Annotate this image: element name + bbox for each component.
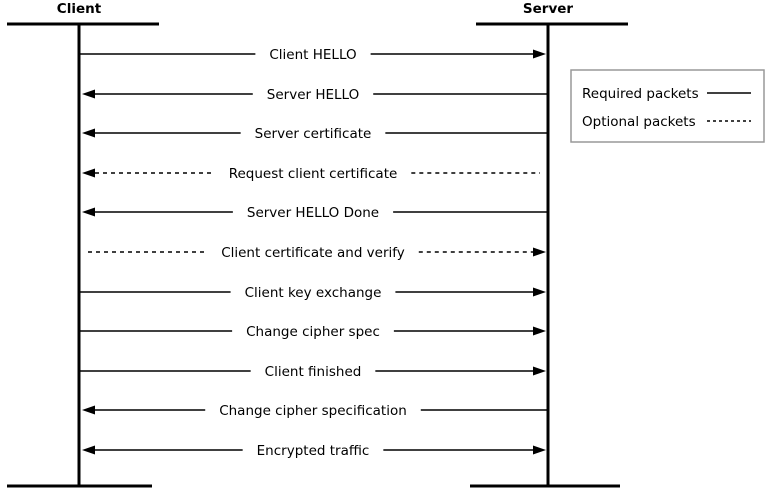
message-row: Server HELLO (82, 87, 548, 103)
message-row: Client certificate and verify (88, 245, 546, 261)
message-label: Server HELLO (267, 87, 359, 103)
server-header: Server (523, 1, 573, 17)
message-label: Client HELLO (269, 47, 356, 63)
message-label: Client key exchange (245, 285, 382, 301)
arrowhead-right (533, 326, 546, 336)
arrowhead-left (82, 128, 95, 138)
message-label: Change cipher specification (219, 403, 407, 419)
message-label: Server certificate (255, 126, 372, 142)
arrowhead-left (82, 168, 95, 178)
arrowhead-right (533, 366, 546, 376)
arrowhead-left (82, 405, 95, 415)
message-row: Server HELLO Done (82, 205, 548, 221)
message-row: Client finished (79, 364, 546, 380)
message-row: Change cipher specification (82, 403, 548, 419)
message-label: Change cipher spec (246, 324, 380, 340)
message-row: Encrypted traffic (82, 443, 546, 459)
message-label: Encrypted traffic (257, 443, 370, 459)
message-row: Client key exchange (79, 285, 546, 301)
arrowhead-left (82, 445, 95, 455)
legend: Required packets Optional packets (570, 69, 765, 143)
arrowhead-right (533, 49, 546, 59)
legend-required-label: Required packets (582, 86, 699, 102)
legend-box (570, 69, 765, 143)
message-label: Client finished (265, 364, 362, 380)
arrowhead-right (533, 287, 546, 297)
message-row: Change cipher spec (79, 324, 546, 340)
arrowhead-right (533, 247, 546, 257)
client-header: Client (57, 1, 102, 17)
arrowhead-right (533, 445, 546, 455)
legend-optional-label: Optional packets (582, 114, 696, 130)
message-label: Client certificate and verify (221, 245, 405, 261)
message-label: Request client certificate (229, 166, 398, 182)
message-row: Request client certificate (82, 166, 540, 182)
message-row: Client HELLO (79, 47, 546, 63)
message-list: Client HELLO Server HELLO Server certifica… (79, 47, 548, 459)
message-label: Server HELLO Done (247, 205, 379, 221)
arrowhead-left (82, 207, 95, 217)
arrowhead-left (82, 89, 95, 99)
message-row: Server certificate (82, 126, 548, 142)
